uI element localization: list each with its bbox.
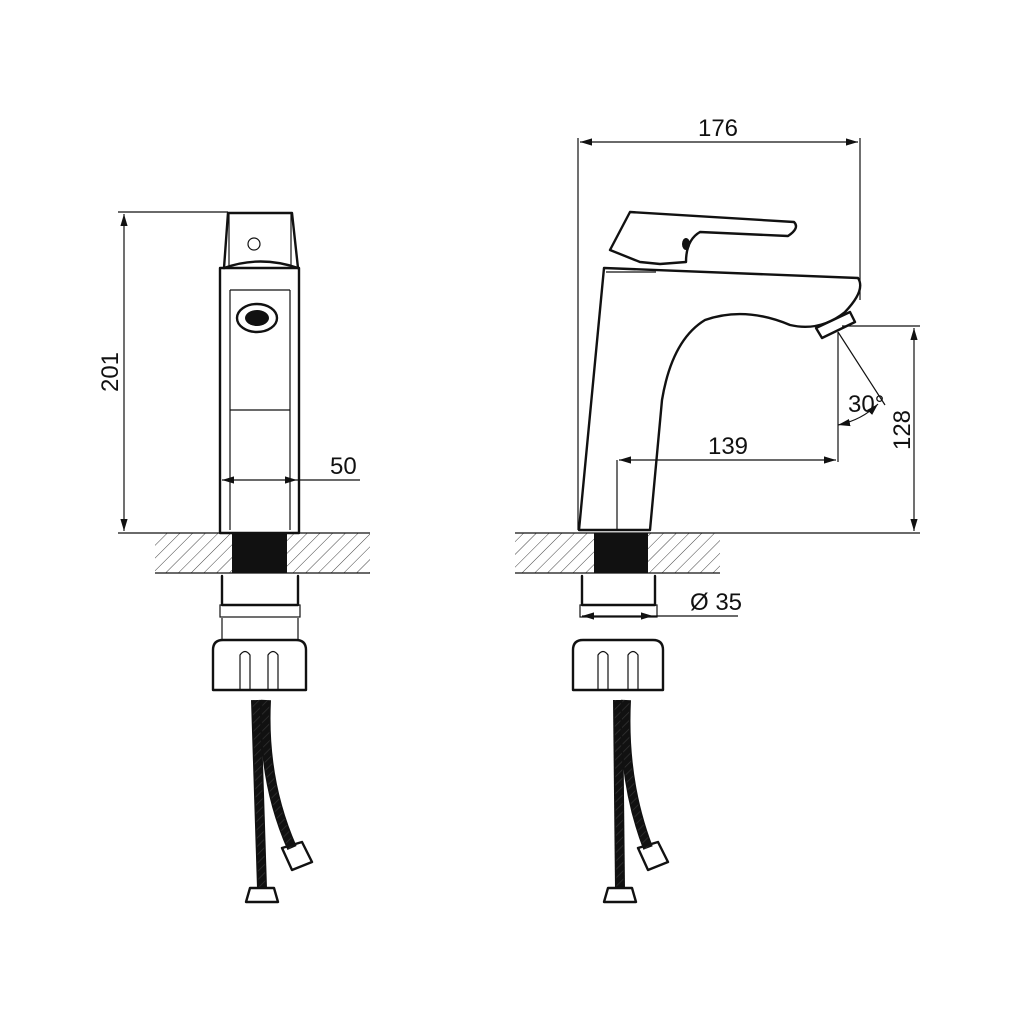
dim-length: 176 [698, 115, 738, 142]
locking-nut-front [211, 638, 308, 692]
lever-handle [608, 210, 798, 266]
screw-icon [247, 237, 261, 251]
dim-angle: 30° [848, 391, 884, 418]
faucet-body-side [577, 266, 862, 532]
locking-nut-side [571, 638, 665, 692]
side-view [515, 138, 920, 904]
faucet-body-front [218, 266, 301, 535]
front-view [118, 211, 370, 904]
dim-diameter: Ø 35 [690, 589, 742, 616]
mounting-stud-front [232, 533, 287, 573]
dim-height: 201 [97, 352, 124, 392]
dim-width-front: 50 [330, 453, 357, 480]
dim-reach: 139 [708, 433, 748, 460]
dim-spout-height: 128 [889, 410, 916, 450]
mounting-stud-side [594, 533, 648, 573]
aerator-icon [235, 302, 279, 334]
